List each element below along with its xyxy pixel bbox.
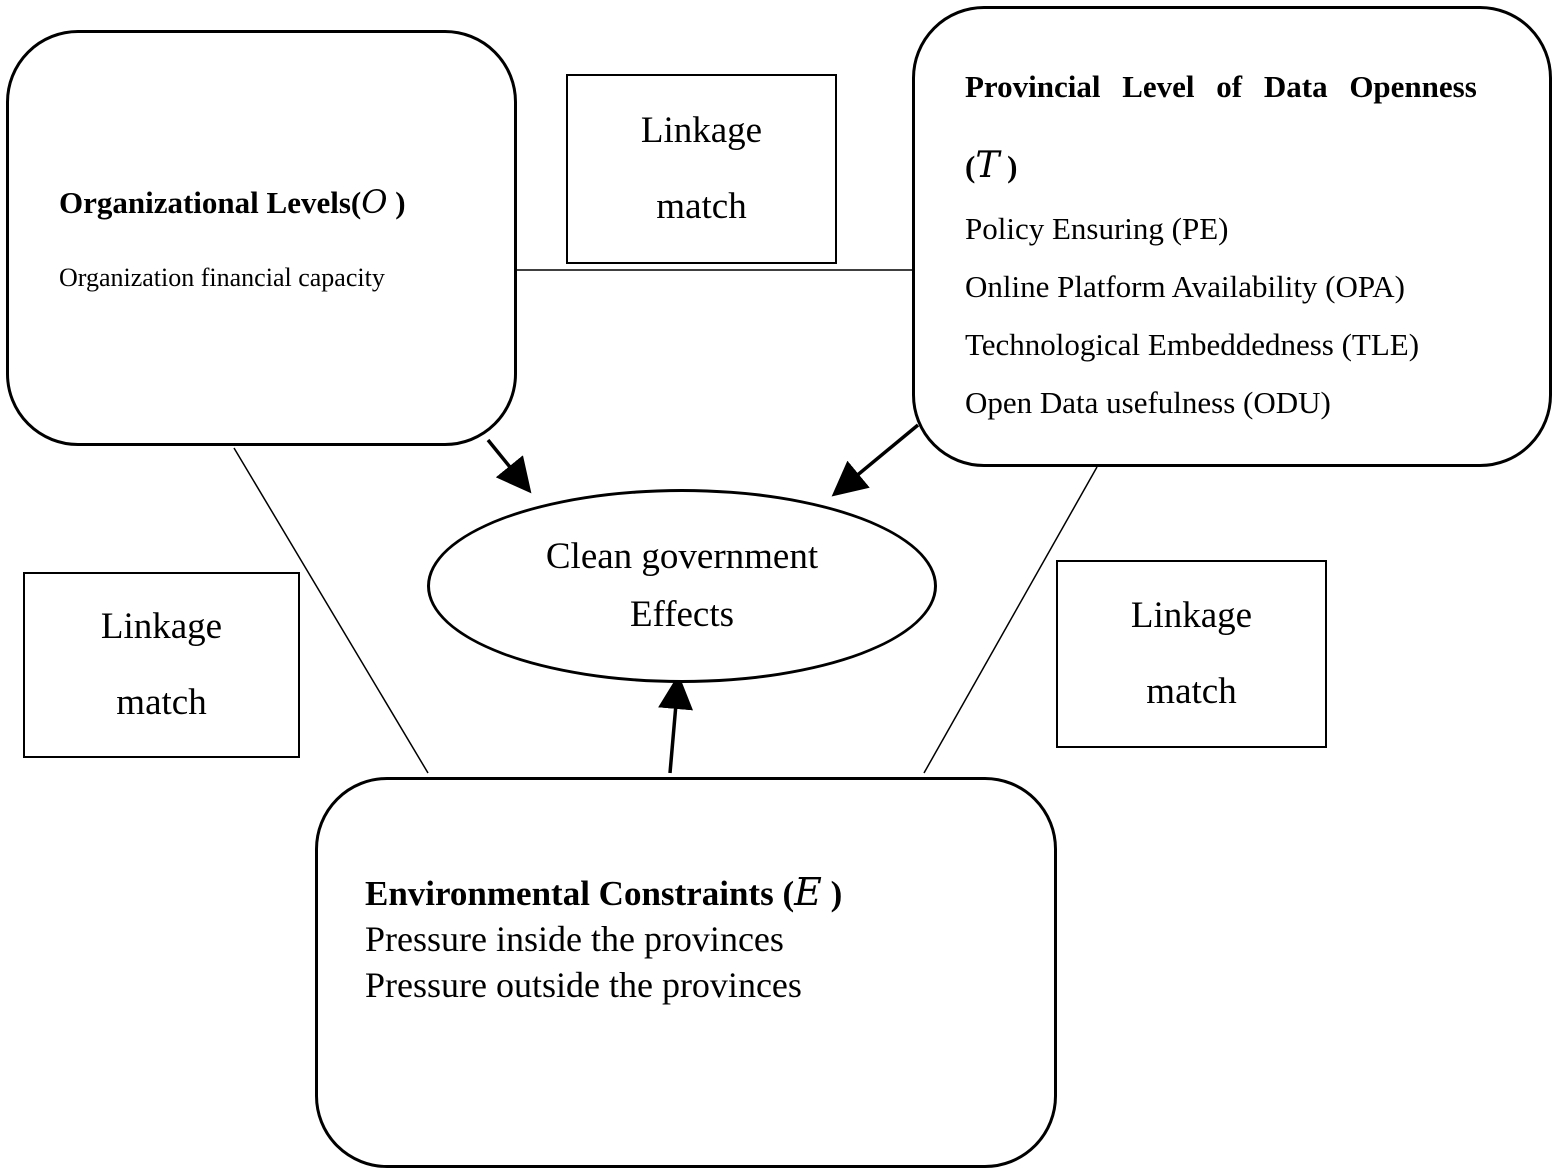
organizational-variable: O <box>361 183 388 221</box>
provincial-variable: T <box>975 145 1000 186</box>
environmental-variable: E <box>794 870 822 914</box>
provincial-item-tle: Technological Embeddedness (TLE) <box>965 327 1420 362</box>
organizational-item: Organization financial capacity <box>59 263 385 292</box>
arrow-environmental-to-center <box>658 674 694 774</box>
organizational-levels-title: Organizational Levels(O ) <box>59 183 406 221</box>
provincial-item-odu: Open Data usefulness (ODU) <box>965 385 1331 420</box>
provincial-variable-line: (T ) <box>965 145 1018 186</box>
linkage-line-right <box>923 466 1098 774</box>
organizational-levels-box: Organizational Levels(O ) Organization f… <box>6 30 517 446</box>
center-label-line1: Clean government <box>545 536 819 577</box>
provincial-data-openness-box: Provincial Level of Data Openness (T ) P… <box>912 6 1552 467</box>
linkage-match-box-left: Linkage match <box>23 572 300 758</box>
environmental-constraints-box: Environmental Constraints (E ) Pressure … <box>315 777 1057 1168</box>
provincial-item-opa: Online Platform Availability (OPA) <box>965 269 1405 304</box>
environmental-item-outside: Pressure outside the provinces <box>365 965 802 1005</box>
linkage-match-box-right: Linkage match <box>1056 560 1327 748</box>
environmental-item-inside: Pressure inside the provinces <box>365 919 784 959</box>
environmental-title: Environmental Constraints (E ) <box>365 870 843 914</box>
arrow-organizational-to-center <box>486 438 532 494</box>
linkage-match-box-top: Linkage match <box>566 74 837 264</box>
center-label-line2: Effects <box>629 594 735 635</box>
clean-government-effects-ellipse: Clean government Effects <box>427 489 937 683</box>
provincial-item-pe: Policy Ensuring (PE) <box>965 211 1229 246</box>
provincial-title: Provincial Level of Data Openness <box>965 69 1477 104</box>
linkage-line-left <box>233 447 429 774</box>
arrow-provincial-to-center <box>831 423 920 497</box>
